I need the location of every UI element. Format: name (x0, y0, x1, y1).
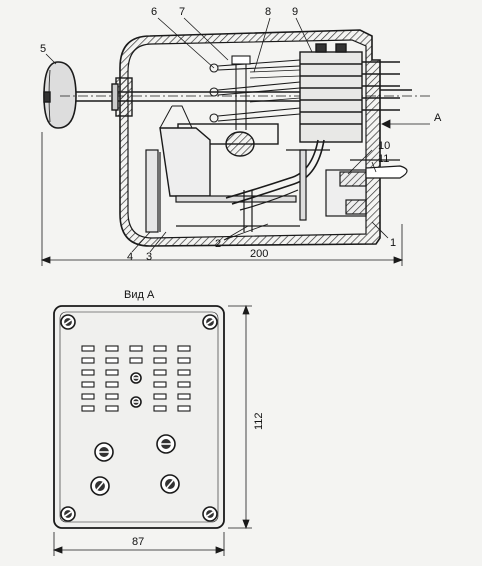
corner-screw-icon (202, 506, 218, 522)
terminal-slot (105, 405, 119, 412)
terminal-slot (105, 381, 119, 388)
view-arrow-label: A (434, 112, 442, 124)
callout-5: 5 (40, 43, 46, 55)
terminal-slot (153, 381, 167, 388)
terminal-slot (153, 393, 167, 400)
callout-4: 4 (127, 251, 133, 263)
corner-screw-icon (60, 506, 76, 522)
terminal-slot (105, 393, 119, 400)
callout-2: 2 (215, 238, 221, 250)
terminal-slot (105, 369, 119, 376)
lower-mechanism (145, 139, 408, 233)
terminal-screw-icon (156, 434, 176, 454)
callout-10: 10 (378, 140, 390, 152)
view-a-panel (53, 305, 225, 529)
terminal-slot (153, 345, 167, 352)
corner-screw-icon (202, 314, 218, 330)
dim-200-label: 200 (250, 248, 268, 260)
terminal-slot (177, 357, 191, 364)
terminal-slot (81, 345, 95, 352)
terminal-slot (177, 345, 191, 352)
terminal-slots (81, 345, 191, 412)
leader-lines (45, 17, 430, 253)
lower-screws (90, 434, 180, 496)
terminal-slot (153, 357, 167, 364)
callout-1: 1 (390, 237, 396, 249)
terminal-screw-icon (90, 476, 110, 496)
callout-6: 6 (151, 6, 157, 18)
center-screw-icon (130, 372, 142, 384)
terminal-screw-icon (94, 442, 114, 462)
terminal-screw-icon (160, 474, 180, 494)
terminal-slot (81, 381, 95, 388)
callouts: 6 7 8 9 5 10 11 1 2 3 4 200 A (40, 6, 442, 263)
terminal-slot (153, 369, 167, 376)
terminal-slot (153, 405, 167, 412)
terminal-slot (81, 369, 95, 376)
dim-87-label: 87 (132, 536, 144, 548)
terminal-slot (177, 405, 191, 412)
knob (43, 61, 77, 129)
callout-7: 7 (179, 6, 185, 18)
terminal-slot (81, 393, 95, 400)
sectional-view (40, 17, 430, 266)
terminal-slot (129, 357, 143, 364)
contact-springs (209, 55, 301, 130)
callout-8: 8 (265, 6, 271, 18)
terminal-slot (177, 369, 191, 376)
corner-screws (60, 314, 218, 522)
terminal-slot (129, 345, 143, 352)
callout-3: 3 (146, 251, 152, 263)
cam-drum (159, 105, 279, 197)
center-screws (130, 372, 142, 408)
callout-11: 11 (378, 153, 389, 165)
callout-9: 9 (292, 6, 298, 18)
dim-112-label: 112 (253, 412, 265, 430)
terminal-slot (105, 345, 119, 352)
corner-screw-icon (60, 314, 76, 330)
dimension-200 (40, 132, 404, 266)
terminal-slot (105, 357, 119, 364)
center-screw-icon (130, 396, 142, 408)
terminal-slot (177, 381, 191, 388)
view-a-dimensions (52, 304, 252, 556)
terminal-slot (81, 405, 95, 412)
terminal-block (299, 43, 412, 143)
terminal-slot (81, 357, 95, 364)
terminal-slot (177, 393, 191, 400)
view-a-title: Вид А (124, 289, 155, 301)
panel-outline (53, 305, 225, 529)
shaft (60, 77, 430, 117)
